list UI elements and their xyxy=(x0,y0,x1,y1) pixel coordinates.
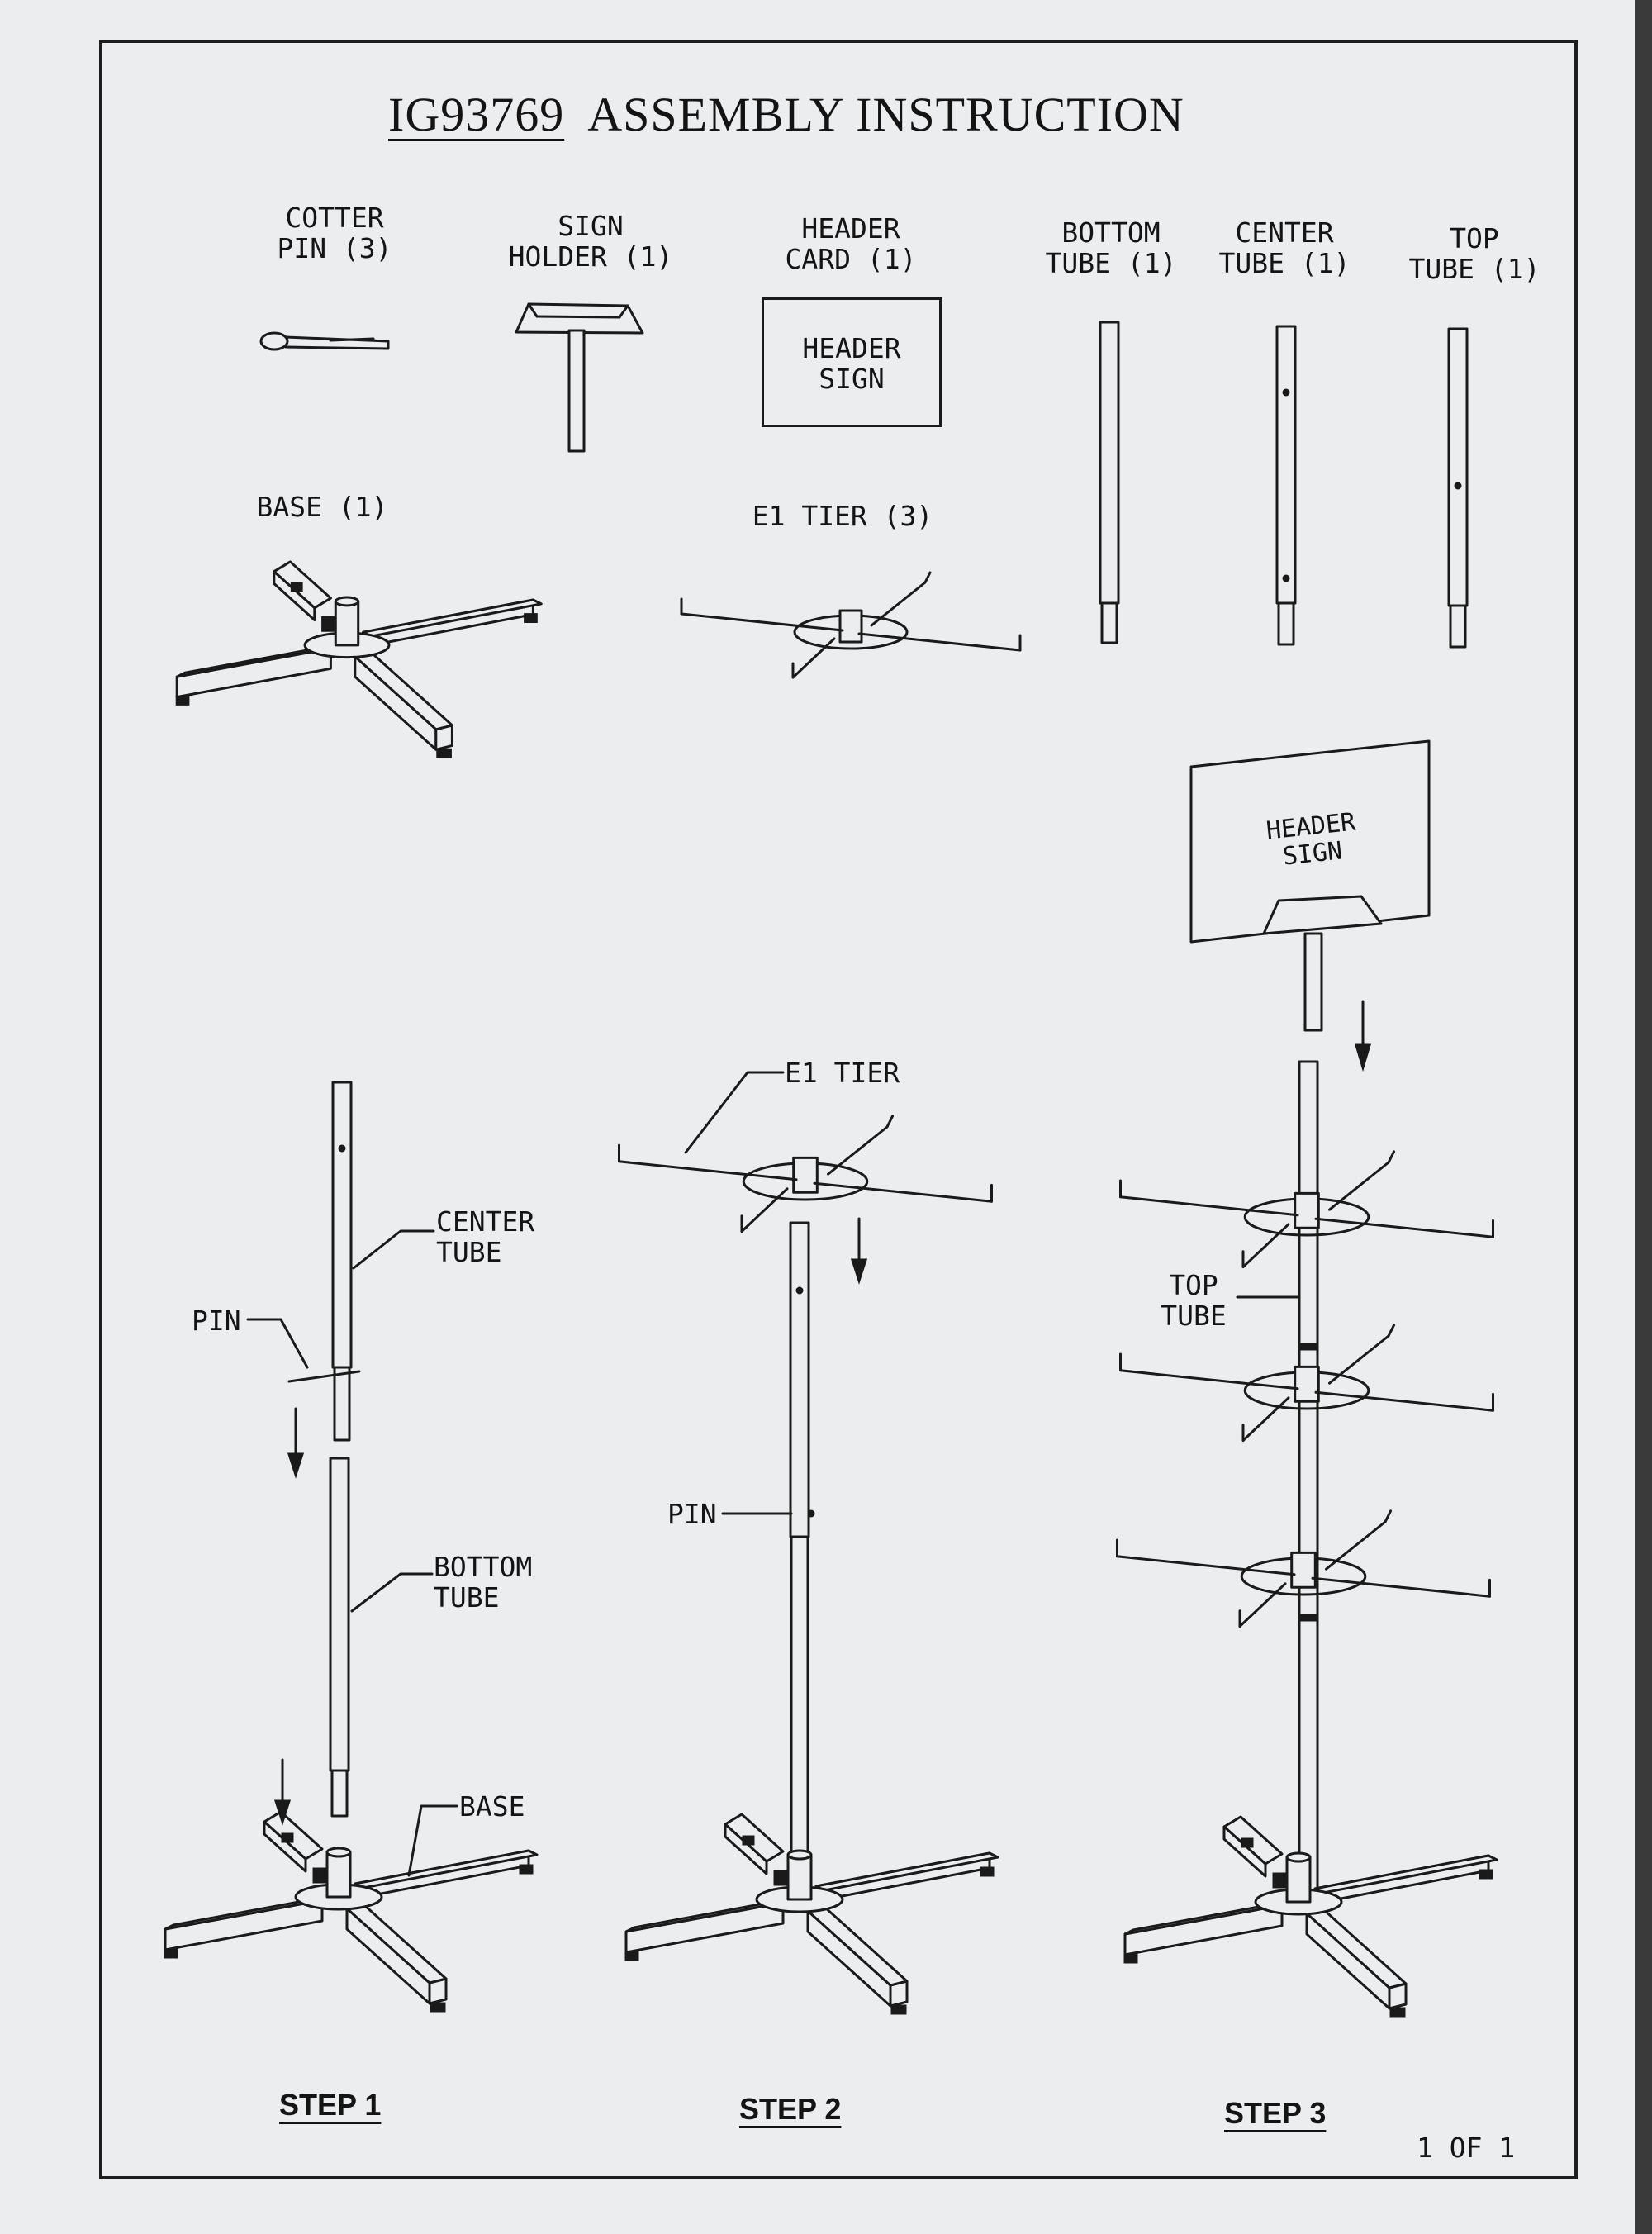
page-border xyxy=(99,40,1578,2179)
cotter-pin-drawing xyxy=(261,333,388,349)
model-code: IG93769 xyxy=(388,88,565,141)
callout-e1-tier: E1 TIER xyxy=(785,1057,900,1089)
callout-top-tube: TOP TUBE xyxy=(1161,1269,1227,1332)
callout-base: BASE xyxy=(459,1790,525,1823)
step-2-drawing xyxy=(617,1072,999,2015)
step-1-label: STEP 1 xyxy=(279,2088,382,2122)
step3-sign-line2: SIGN xyxy=(1281,836,1344,871)
step-2-label: STEP 2 xyxy=(739,2092,842,2126)
part-label-e1-tier: E1 TIER (3) xyxy=(752,500,933,532)
top-tube-drawing xyxy=(1449,329,1467,647)
part-label-center-tube: CENTER TUBE (1) xyxy=(1218,216,1351,279)
callout-bottom-tube: BOTTOM TUBE xyxy=(434,1551,533,1614)
header-card-part: HEADER SIGN xyxy=(762,297,942,427)
sign-holder-drawing xyxy=(516,304,643,451)
part-label-bottom-tube: BOTTOM TUBE (1) xyxy=(1045,216,1177,279)
e1-tier-part-drawing xyxy=(680,571,1022,679)
callout-center-tube: CENTER TUBE xyxy=(436,1205,535,1268)
callout-pin-step1: PIN xyxy=(192,1305,241,1337)
title-text: ASSEMBLY INSTRUCTION xyxy=(587,88,1184,141)
base-part-drawing xyxy=(175,560,543,758)
page-title: IG93769 ASSEMBLY INSTRUCTION xyxy=(388,87,1184,142)
part-label-sign-holder: SIGN HOLDER (1) xyxy=(508,210,673,273)
header-card-text: HEADER SIGN xyxy=(802,332,901,395)
part-label-base: BASE (1) xyxy=(256,491,388,523)
center-tube-drawing xyxy=(1277,326,1295,644)
part-label-header-card: HEADER CARD (1) xyxy=(785,212,917,275)
step-3-drawing: HEADER SIGN xyxy=(1115,741,1498,2018)
part-label-top-tube: TOP TUBE (1) xyxy=(1408,222,1540,285)
part-label-cotter-pin: COTTER PIN (3) xyxy=(277,202,392,264)
bottom-tube-drawing xyxy=(1100,322,1118,643)
page-number: 1 OF 1 xyxy=(1417,2132,1516,2164)
callout-pin-step2: PIN xyxy=(667,1498,717,1530)
step-3-label: STEP 3 xyxy=(1224,2096,1327,2130)
step-1-drawing xyxy=(164,1082,539,2013)
